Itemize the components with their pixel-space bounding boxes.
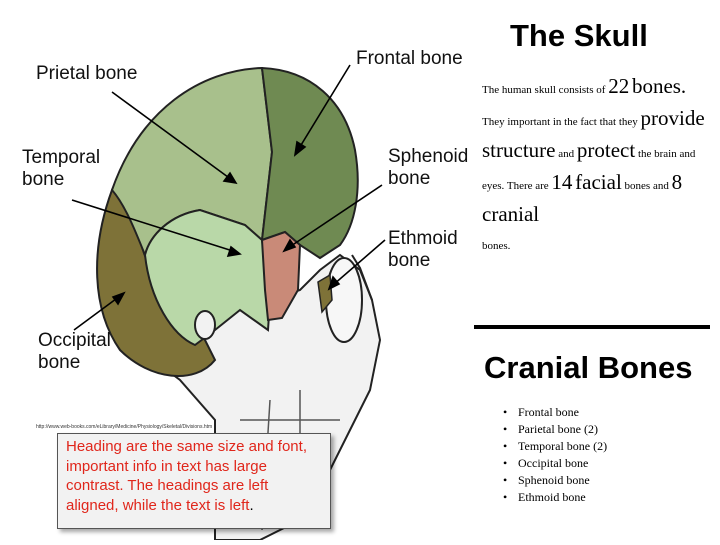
bones-word: bones. xyxy=(631,74,687,98)
right-panel: The Skull The human skull consists of 22… xyxy=(474,0,720,540)
ear-canal xyxy=(194,310,216,340)
temporal-label: Temporal bone xyxy=(22,147,101,190)
text-segment: bones. xyxy=(482,240,511,252)
list-item: Temporal bone (2) xyxy=(503,438,607,455)
protect-word: protect xyxy=(576,138,636,162)
skull-paragraph: The human skull consists of 22 bones. Th… xyxy=(482,72,710,260)
note-box: Heading are the same size and font, impo… xyxy=(57,433,331,529)
note-end: . xyxy=(249,496,254,514)
parietal-label: Prietal bone xyxy=(36,63,138,84)
list-item: Parietal bone (2) xyxy=(503,421,607,438)
occipital-label: Occipital bone xyxy=(38,330,111,373)
section-divider xyxy=(474,325,710,329)
facial-word: facial xyxy=(575,170,622,194)
text-segment: the brain and eyes. There are xyxy=(482,148,696,192)
text-segment: The human skull consists of xyxy=(482,84,609,96)
sphenoid-label: Sphenoid bone xyxy=(388,146,469,189)
text-segment: bones and xyxy=(621,180,672,192)
note-text: Heading are the same size and font, impo… xyxy=(66,438,307,514)
list-item: Frontal bone xyxy=(503,404,607,421)
nasal-bone xyxy=(351,254,373,301)
list-item: Ethmoid bone xyxy=(503,489,607,506)
pointer-arrows xyxy=(71,64,386,331)
cranial-count: 8 cranial xyxy=(482,170,683,226)
source-url: http://www.web-books.com/eLibrary/Medici… xyxy=(36,424,213,430)
frontal-label: Frontal bone xyxy=(356,48,463,69)
list-item: Occipital bone xyxy=(503,455,607,472)
provide-structure: provide structure xyxy=(482,106,705,162)
text-segment: and xyxy=(555,148,577,160)
cranial-heading: Cranial Bones xyxy=(484,350,693,385)
list-item: Sphenoid bone xyxy=(503,472,607,489)
skull-heading: The Skull xyxy=(510,18,648,53)
ethmoid-label: Ethmoid bone xyxy=(388,228,458,271)
ethmoid-bone-region xyxy=(317,273,333,314)
sphenoid-bone-region xyxy=(260,230,302,322)
cranial-bone-list: Frontal bone Parietal bone (2) Temporal … xyxy=(503,404,607,506)
text-segment: They important in the fact that they xyxy=(482,116,641,128)
frontal-bone-region xyxy=(260,66,359,260)
bone-count-22: 22 xyxy=(608,74,630,98)
bone-count-14: 14 xyxy=(551,170,573,194)
